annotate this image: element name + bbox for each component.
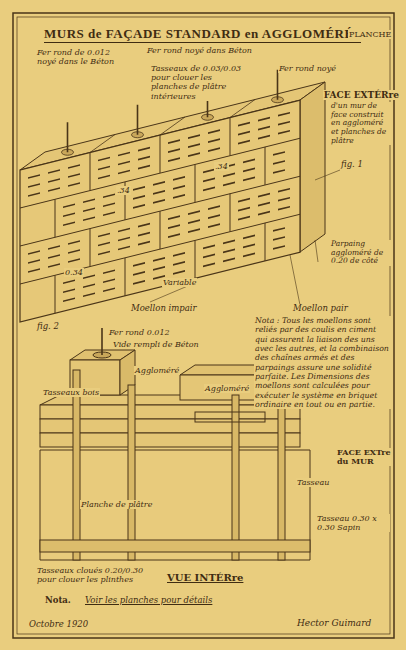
annotation: Moellon impair [130,304,198,314]
annotation: Moellon pair [292,304,349,314]
annotation: Fer rond noyé dans Béton [146,46,253,55]
annotation: fig. 2 [36,322,60,332]
annotation: Tasseau 0.30 x 0.30 Sapin [316,514,390,532]
annotation: Voir les planches pour détails [84,596,213,606]
annotation: Aggloméré [204,384,250,393]
annotation: d'un mur de face construit en aggloméré … [330,102,392,145]
annotation: Hector Guimard [296,618,372,628]
annotation: Fer rond 0.012 [108,328,171,337]
annotation: PLANCHE [348,30,392,39]
annotation: Planche de plâtre [80,500,153,509]
annotation: Tasseaux de 0.03/0.03 pour clouer les pl… [150,64,247,101]
annotation: Tasseaux cloués 0.20/0.30 pour clouer le… [36,566,148,584]
annotation: VUE INTÉRre [166,572,244,584]
annotation: Variable [162,278,197,287]
annotation: fig. 1 [340,160,364,170]
annotation: Fer rond noyé [278,64,337,73]
annotation: Parpaing aggloméré de 0.20 de côté [330,240,392,266]
drawing-title: MURS de FAÇADE STANDARD en AGGLOMÉRÉS [44,26,361,43]
annotation: Vide rempli de Béton [112,340,200,349]
annotation: .34 [116,186,131,195]
annotation: Nota. [44,596,72,606]
annotation: FACE EXTre du MUR [336,448,392,466]
annotation: Tasseaux bois [42,388,100,397]
annotation: Octobre 1920 [28,620,89,630]
annotation: FACE EXTÉRre [323,90,400,100]
annotation: Nota : Tous les moellons sont reliés par… [254,316,392,409]
annotation: Tasseau [296,478,330,487]
annotation: Aggloméré [134,366,180,375]
annotation: .34 [214,162,229,171]
annotation: Fer rond de 0.012 noyé dans le Béton [36,48,123,66]
annotation: 0.34 [64,268,84,277]
